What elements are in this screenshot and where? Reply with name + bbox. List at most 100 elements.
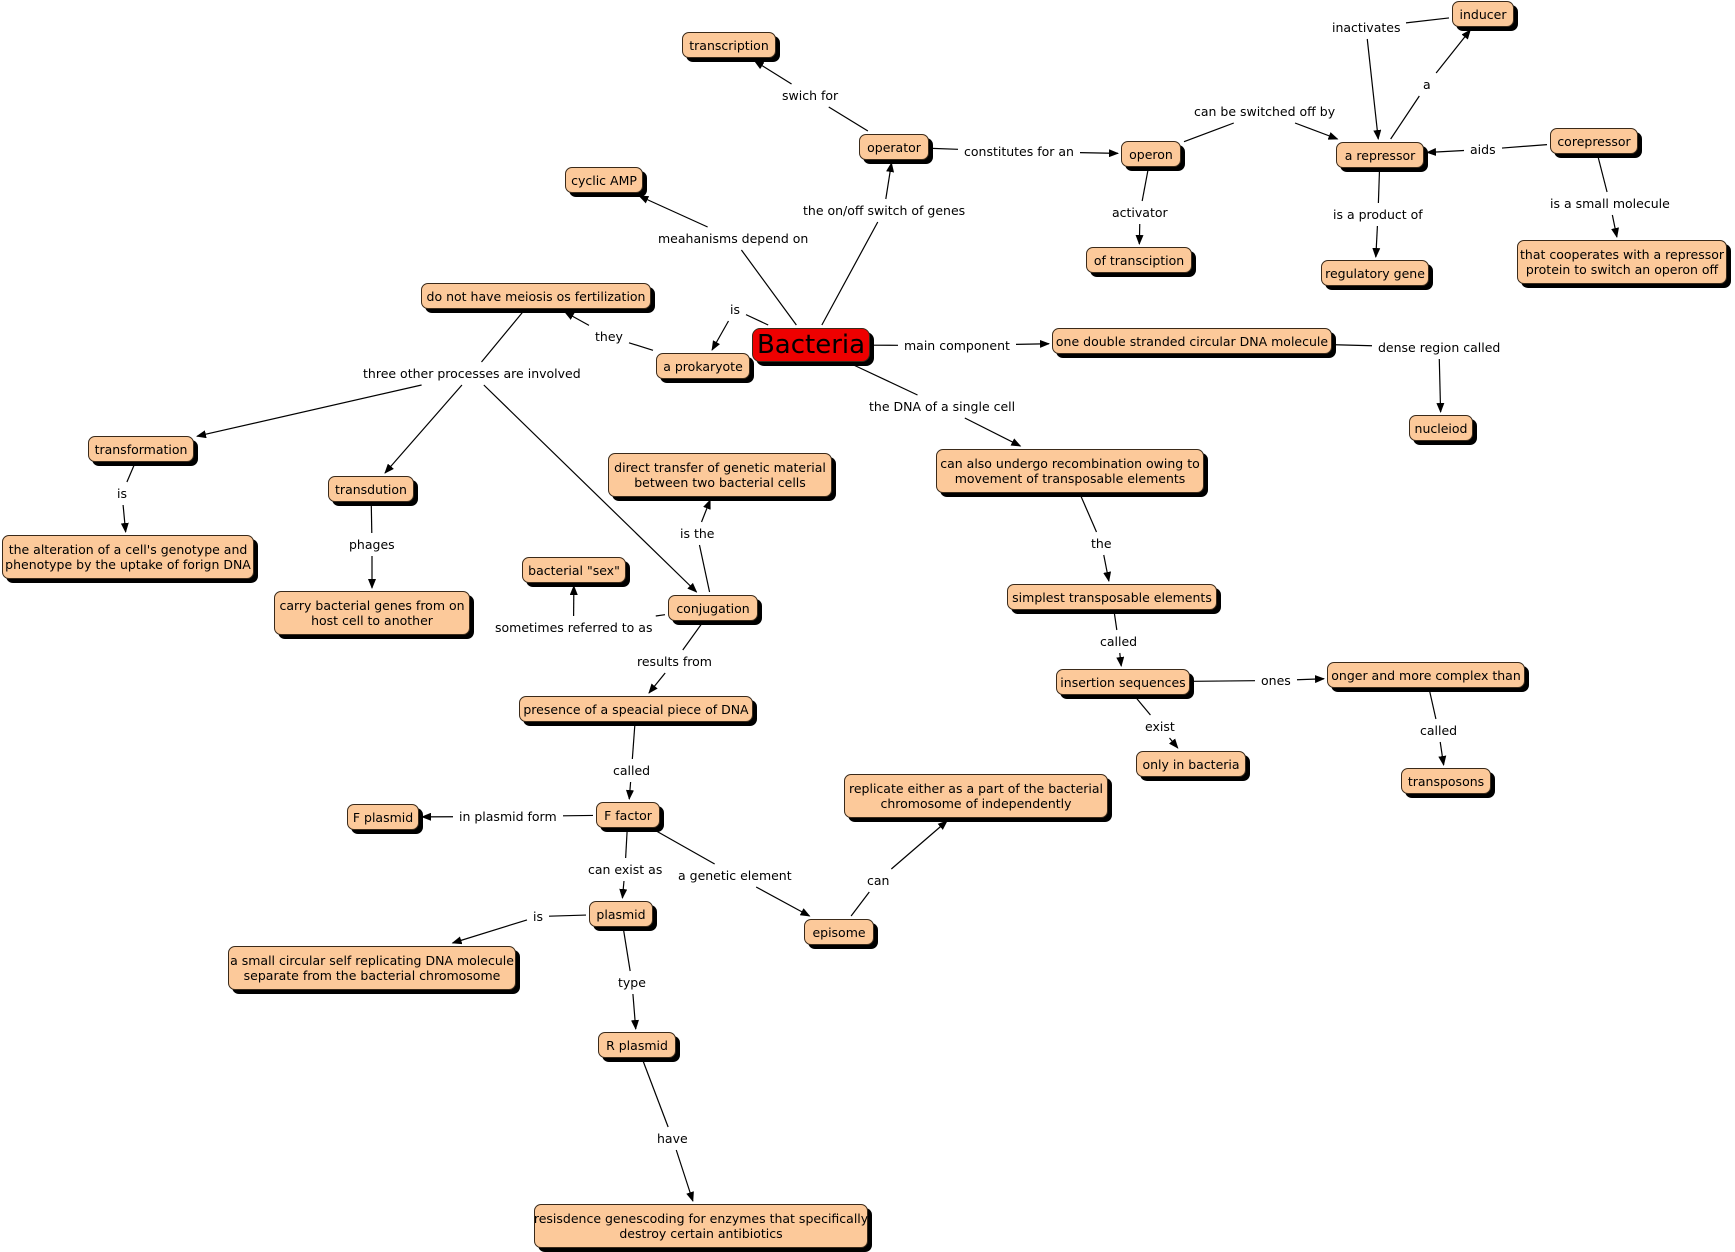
link-constitutes: constitutes for an [961, 143, 1077, 160]
concept-inducer[interactable]: inducer [1452, 1, 1514, 27]
edge-line [655, 614, 666, 617]
concept-episome[interactable]: episome [804, 919, 874, 945]
edge-line [619, 880, 628, 899]
concept-no-meiosis[interactable]: do not have meiosis os fertilization [421, 283, 651, 309]
concept-small-circular[interactable]: a small circular self replicating DNA mo… [228, 946, 516, 990]
edge-line [1135, 697, 1151, 716]
link-called: called [1417, 722, 1461, 739]
edge-line [755, 886, 811, 917]
link-is: is [114, 485, 130, 502]
edge-line [1426, 148, 1465, 157]
edge-line [1438, 741, 1447, 766]
link-is: is [727, 301, 743, 318]
edge-line [682, 623, 702, 651]
concept-bacteria[interactable]: Bacteria [752, 328, 870, 362]
concept-resistance[interactable]: resisdence genescoding for enzymes that … [534, 1204, 868, 1248]
edge-line [648, 672, 666, 694]
concept-operon[interactable]: operon [1121, 141, 1181, 167]
edge-line [885, 162, 895, 200]
link-three-processes: three other processes are involved [360, 365, 584, 382]
concept-repressor[interactable]: a repressor [1336, 142, 1424, 168]
edge-line [1611, 214, 1619, 238]
edge-line [1192, 680, 1256, 682]
concept-nucleiod[interactable]: nucleiod [1409, 415, 1473, 441]
link-can: can [864, 872, 893, 889]
edge-line [126, 464, 135, 483]
link-genetic-element: a genetic element [675, 867, 795, 884]
edge-line [481, 311, 524, 363]
concept-prokaryote[interactable]: a prokaryote [656, 353, 750, 379]
edge-line [1435, 29, 1471, 74]
edge-line [828, 106, 869, 132]
edge-line [740, 249, 797, 326]
link-on-off-switch: the on/off switch of genes [800, 202, 969, 219]
link-small-molecule: is a small molecule [1547, 195, 1673, 212]
link-have: have [654, 1130, 691, 1147]
concept-dna-molecule[interactable]: one double stranded circular DNA molecul… [1052, 328, 1332, 354]
edge-line [638, 195, 708, 228]
edge-line [931, 147, 959, 150]
concept-corepressor[interactable]: corepressor [1550, 128, 1638, 154]
link-dna-single-cell: the DNA of a single cell [866, 398, 1019, 415]
edge-line [625, 830, 628, 859]
edge-line [698, 544, 711, 593]
edge-line [483, 384, 698, 593]
concept-carry-genes[interactable]: carry bacterial genes from on host cell … [274, 591, 470, 635]
edge-line [1116, 652, 1125, 667]
edge-line [745, 314, 769, 326]
link-the: the [1088, 535, 1115, 552]
concept-f-plasmid[interactable]: F plasmid [347, 804, 419, 830]
concept-transdution[interactable]: transdution [328, 476, 414, 502]
edge-line [1372, 225, 1381, 258]
concept-bacterial-sex[interactable]: bacterial "sex" [522, 557, 626, 583]
concept-alteration[interactable]: the alteration of a cell's genotype and … [2, 535, 254, 579]
edge-line [1405, 17, 1450, 24]
edge-line [821, 221, 879, 326]
concept-longer-complex[interactable]: onger and more complex than [1327, 662, 1525, 688]
link-a: a [1420, 76, 1434, 93]
concept-conjugation[interactable]: conjugation [668, 595, 758, 621]
concept-special-dna[interactable]: presence of a speacial piece of DNA [519, 696, 753, 722]
concept-replicate[interactable]: replicate either as a part of the bacter… [844, 774, 1108, 818]
concept-cooperates[interactable]: that cooperates with a repressor protein… [1517, 240, 1727, 284]
edge-line [370, 504, 373, 534]
concept-f-factor[interactable]: F factor [596, 802, 660, 828]
edge-line [711, 320, 730, 351]
concept-direct-transfer[interactable]: direct transfer of genetic material betw… [608, 453, 832, 497]
edge-line [1079, 149, 1119, 158]
concept-insertion-sequences[interactable]: insertion sequences [1056, 669, 1190, 695]
concept-cyclic-amp[interactable]: cyclic AMP [565, 167, 643, 193]
concept-regulatory-gene[interactable]: regulatory gene [1321, 260, 1429, 286]
edge-line [631, 993, 639, 1030]
link-main-component: main component [901, 337, 1013, 354]
edge-line [1168, 737, 1179, 749]
concept-only-in-bacteria[interactable]: only in bacteria [1136, 751, 1246, 777]
concept-r-plasmid[interactable]: R plasmid [598, 1032, 676, 1058]
concept-transposons[interactable]: transposons [1401, 768, 1491, 794]
concept-recombination[interactable]: can also undergo recombination owing to … [936, 449, 1204, 493]
link-aids: aids [1467, 141, 1499, 158]
edge-line [1429, 690, 1437, 720]
edge-line [1296, 675, 1325, 684]
edge-line [196, 384, 422, 439]
concept-transformation[interactable]: transformation [88, 436, 194, 462]
concept-of-transciption[interactable]: of transciption [1086, 247, 1192, 273]
edge-line [1015, 339, 1050, 348]
link-results-from: results from [634, 653, 715, 670]
concept-plasmid[interactable]: plasmid [589, 901, 653, 927]
edge-line [675, 1149, 694, 1202]
concept-transcription[interactable]: transcription [682, 32, 776, 58]
concept-simplest-transposable[interactable]: simplest transposable elements [1007, 584, 1217, 610]
link-product-of: is a product of [1330, 206, 1426, 223]
edge-line [656, 830, 715, 865]
edge-line [1334, 344, 1373, 347]
link-called: called [610, 762, 654, 779]
link-sometimes-referred: sometimes referred to as [492, 619, 656, 636]
concept-operator[interactable]: operator [859, 134, 929, 160]
link-inactivates: inactivates [1329, 19, 1404, 36]
link-is-the: is the [677, 525, 718, 542]
link-they: they [592, 328, 626, 345]
link-dense-region: dense region called [1375, 339, 1504, 356]
